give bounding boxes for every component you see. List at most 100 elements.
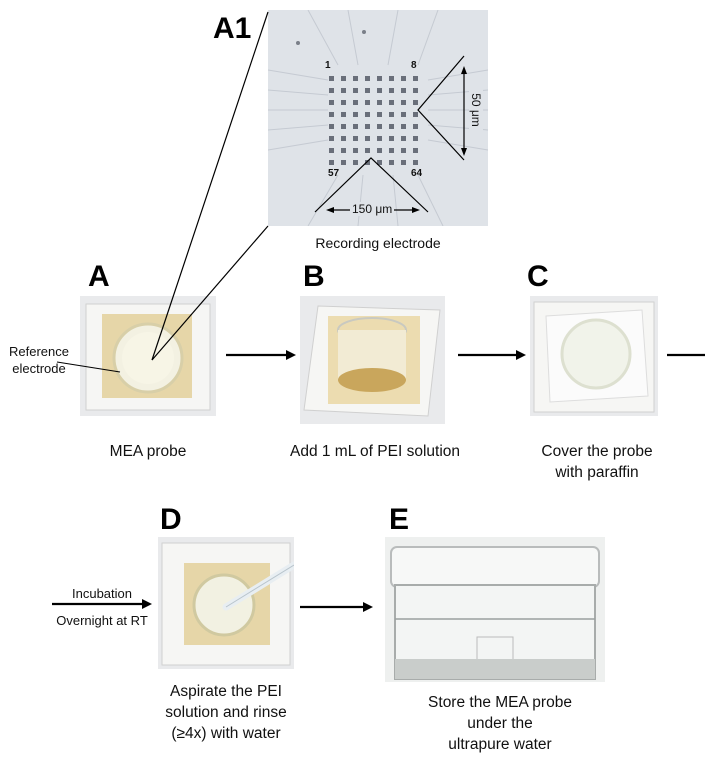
zoom-line-bottom [151, 225, 269, 361]
electrode-site [353, 112, 358, 117]
caption-a: MEA probe [109, 443, 187, 460]
electrode-site [365, 112, 370, 117]
electrode-site [389, 160, 394, 165]
electrode-site [413, 160, 418, 165]
caption-c: Cover the probe with paraffin [512, 441, 682, 483]
electrode-site [377, 136, 382, 141]
electrode-site [377, 160, 382, 165]
electrode-site [413, 148, 418, 153]
caption-e-line2: under the [467, 715, 533, 732]
caption-c-line2: with paraffin [555, 464, 639, 481]
electrode-site [353, 136, 358, 141]
electrode-label-8: 8 [411, 60, 417, 71]
electrode-site [377, 148, 382, 153]
electrode-site [401, 112, 406, 117]
electrode-site [329, 148, 334, 153]
caption-d: Aspirate the PEI solution and rinse (≥4x… [138, 681, 314, 744]
electrode-site [401, 124, 406, 129]
panel-label-e: E [389, 503, 410, 536]
electrode-site [377, 112, 382, 117]
electrode-site [377, 124, 382, 129]
recording-electrode-micrograph: 1 8 57 64 150 μm 50 μm [268, 10, 488, 226]
electrode-site [365, 148, 370, 153]
electrode-site [341, 76, 346, 81]
electrode-site [341, 88, 346, 93]
panel-label-a: A [88, 260, 110, 293]
incubation-label-bottom: Overnight at RT [56, 613, 148, 628]
reference-label-line1: Reference [9, 344, 69, 359]
caption-d-line2: solution and rinse [165, 704, 287, 721]
caption-e-line1: Store the MEA probe [428, 694, 572, 711]
caption-d-line1: Aspirate the PEI [169, 683, 282, 700]
electrode-site [365, 76, 370, 81]
incubation-label-top: Incubation [72, 586, 132, 601]
electrode-site [341, 124, 346, 129]
reference-callout-line [56, 361, 121, 373]
electrode-site [353, 76, 358, 81]
electrode-site [329, 88, 334, 93]
panel-label-a1: A1 [213, 12, 252, 45]
electrode-site [413, 100, 418, 105]
caption-e-line3: ultrapure water [448, 736, 552, 753]
electrode-site [365, 88, 370, 93]
zoom-line-top [151, 11, 269, 361]
electrode-site [401, 136, 406, 141]
electrode-site [389, 148, 394, 153]
electrode-site [389, 136, 394, 141]
scale-150-um: 150 μm [350, 202, 395, 216]
reference-electrode-label: Reference electrode [0, 343, 78, 377]
caption-a1: Recording electrode [315, 235, 441, 251]
electrode-site [365, 136, 370, 141]
micrograph-traces [268, 10, 488, 226]
electrode-site [413, 136, 418, 141]
electrode-site [413, 88, 418, 93]
caption-c-line1: Cover the probe [541, 443, 653, 460]
electrode-site [353, 88, 358, 93]
storage-jar-photo [385, 537, 605, 682]
electrode-site [353, 148, 358, 153]
electrode-site [353, 160, 358, 165]
electrode-site [365, 100, 370, 105]
electrode-site [329, 100, 334, 105]
electrode-site [341, 148, 346, 153]
electrode-site [341, 160, 346, 165]
electrode-site [329, 76, 334, 81]
electrode-site [353, 100, 358, 105]
electrode-site [341, 100, 346, 105]
electrode-site [365, 124, 370, 129]
electrode-site [401, 148, 406, 153]
electrode-site [377, 88, 382, 93]
electrode-site [341, 112, 346, 117]
electrode-site [365, 160, 370, 165]
pei-solution-photo [300, 296, 445, 424]
electrode-site [329, 136, 334, 141]
electrode-site [401, 160, 406, 165]
electrode-site [401, 88, 406, 93]
caption-d-line3: (≥4x) with water [171, 725, 281, 742]
electrode-site [329, 112, 334, 117]
electrode-site [413, 76, 418, 81]
electrode-site [329, 160, 334, 165]
electrode-site [413, 124, 418, 129]
caption-e: Store the MEA probe under the ultrapure … [400, 692, 600, 755]
electrode-site [377, 76, 382, 81]
electrode-site [377, 100, 382, 105]
paraffin-cover-photo [530, 296, 658, 416]
electrode-site [401, 76, 406, 81]
electrode-site [389, 76, 394, 81]
electrode-site [389, 112, 394, 117]
electrode-site [389, 88, 394, 93]
electrode-site [389, 124, 394, 129]
electrode-site [413, 112, 418, 117]
electrode-site [329, 124, 334, 129]
aspiration-photo [158, 537, 294, 669]
electrode-label-1: 1 [325, 60, 331, 71]
caption-b: Add 1 mL of PEI solution [289, 443, 461, 460]
electrode-site [353, 124, 358, 129]
panel-label-b: B [303, 260, 325, 293]
panel-label-c: C [527, 260, 549, 293]
electrode-label-57: 57 [328, 168, 340, 179]
electrode-site [401, 100, 406, 105]
mea-probe-photo [80, 296, 216, 416]
